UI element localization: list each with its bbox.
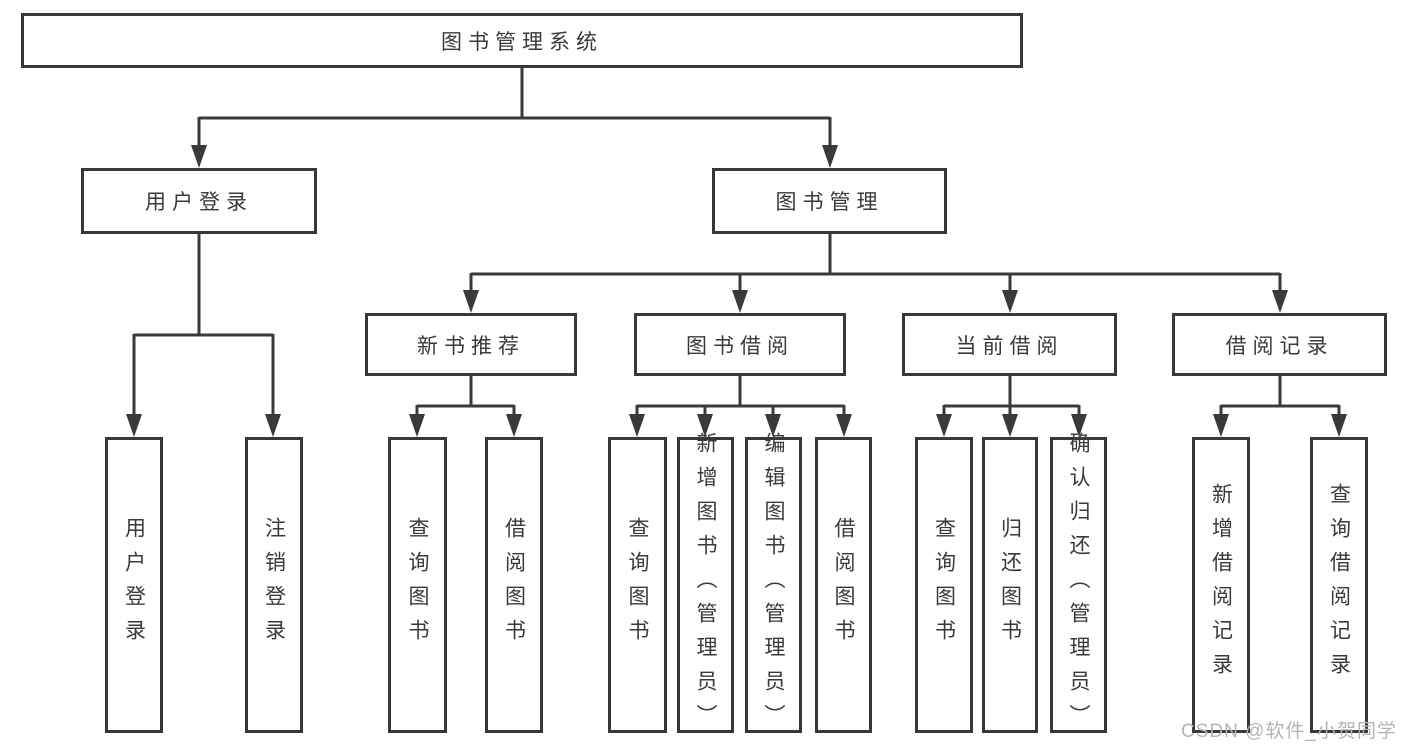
leaf-query-borrow-record: 查询借阅记录 xyxy=(1310,437,1368,733)
leaf-add-borrow-record: 新增借阅记录 xyxy=(1192,437,1250,733)
leaf-edit-books-admin: 编辑图书（管理员） xyxy=(745,432,802,738)
node-new-book-recommend: 新书推荐 xyxy=(365,313,577,376)
node-label: 用户登录 xyxy=(122,517,146,653)
node-label: 借阅图书 xyxy=(502,517,526,653)
leaf-confirm-return-admin: 确认归还（管理员） xyxy=(1050,432,1107,738)
node-label: 查询图书 xyxy=(932,517,956,653)
node-label: 编辑图书（管理员） xyxy=(762,432,785,738)
node-label: 查询图书 xyxy=(626,517,649,653)
node-book-borrow: 图书借阅 xyxy=(634,313,846,376)
node-label: 新书推荐 xyxy=(417,334,525,358)
node-label: 当前借阅 xyxy=(955,334,1064,358)
node-label: 借阅图书 xyxy=(832,517,855,653)
node-label: 图书借阅 xyxy=(686,334,794,358)
node-label: 图书管理 xyxy=(775,191,884,214)
arrowhead-icon xyxy=(126,145,1347,437)
node-borrow-records: 借阅记录 xyxy=(1172,313,1387,376)
leaf-logout: 注销登录 xyxy=(245,437,303,733)
node-user-login: 用户登录 xyxy=(81,168,317,234)
leaf-query-books-current: 查询图书 xyxy=(915,437,973,733)
node-label: 用户登录 xyxy=(145,191,253,214)
leaf-query-books-recommend: 查询图书 xyxy=(388,437,447,733)
node-label: 新增图书（管理员） xyxy=(694,432,717,738)
node-label: 确认归还（管理员） xyxy=(1067,432,1090,738)
leaf-borrow-books: 借阅图书 xyxy=(815,437,872,733)
leaf-query-books-borrow: 查询图书 xyxy=(608,437,667,733)
node-label: 查询图书 xyxy=(406,517,429,653)
node-label: 新增借阅记录 xyxy=(1209,483,1233,687)
node-label: 查询借阅记录 xyxy=(1327,483,1351,687)
node-book-management: 图书管理 xyxy=(712,168,947,234)
node-root-library-system: 图书管理系统 xyxy=(21,13,1023,68)
node-current-borrow: 当前借阅 xyxy=(902,313,1117,376)
leaf-return-books: 归还图书 xyxy=(982,437,1038,733)
node-label: 借阅记录 xyxy=(1225,334,1334,358)
node-label: 注销登录 xyxy=(262,517,286,653)
csdn-watermark: CSDN @软件_小贺同学 xyxy=(1181,721,1397,742)
node-label: 图书管理系统 xyxy=(441,30,603,54)
node-label: 归还图书 xyxy=(998,517,1022,653)
leaf-add-books-admin: 新增图书（管理员） xyxy=(677,432,734,738)
leaf-borrow-books-recommend: 借阅图书 xyxy=(485,437,543,733)
leaf-user-login: 用户登录 xyxy=(105,437,163,733)
